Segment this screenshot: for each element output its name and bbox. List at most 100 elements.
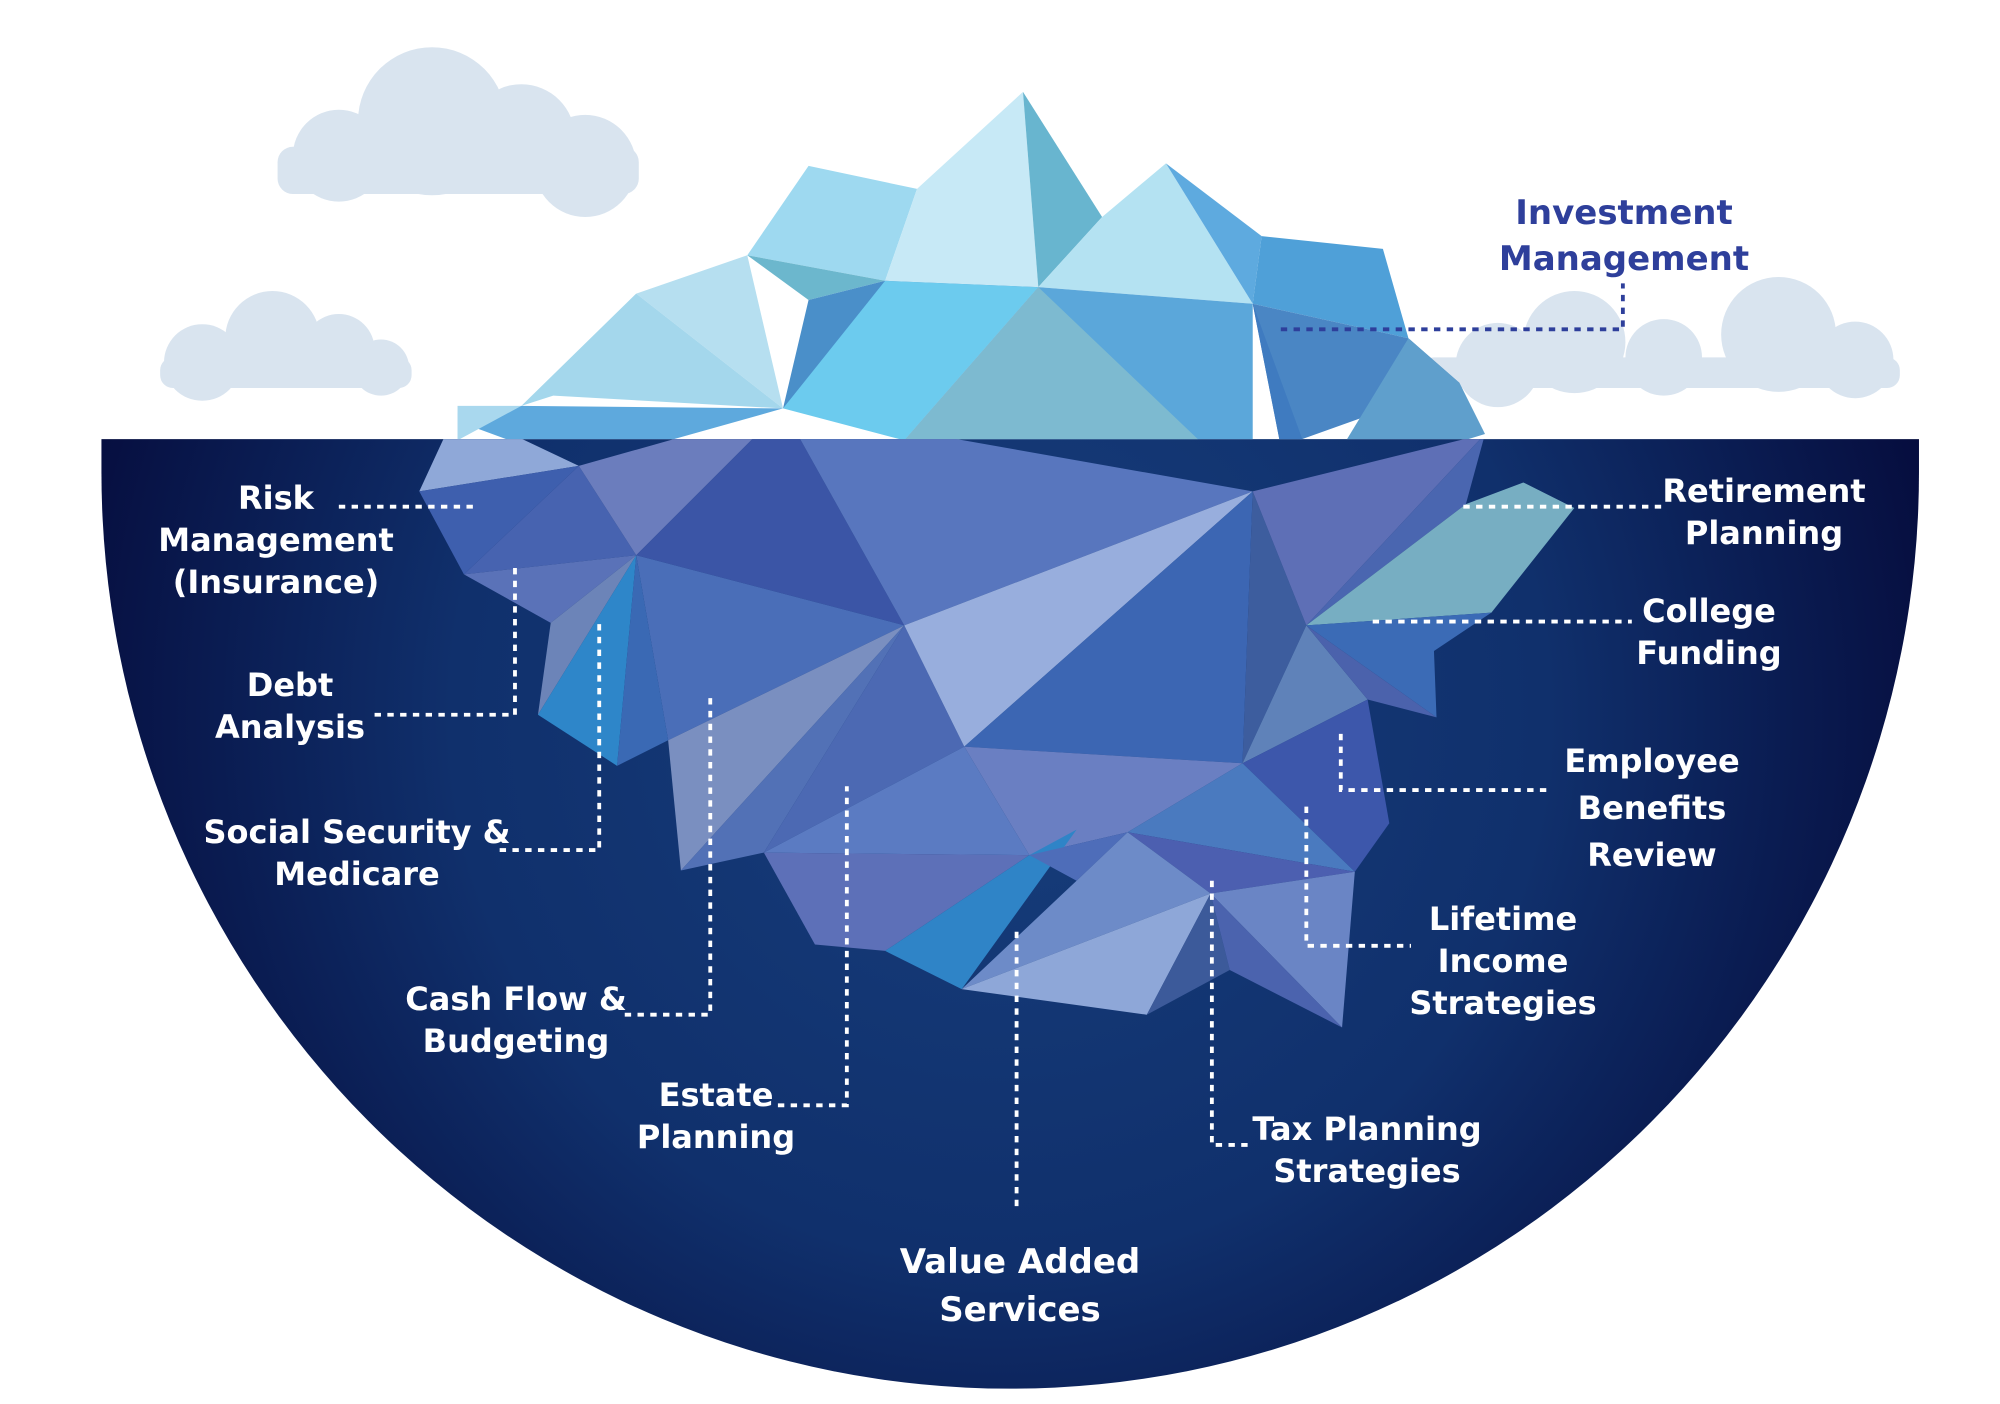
cloud-mid-left (160, 291, 412, 401)
label-line: Management (1498, 239, 1750, 279)
label-line: Medicare (274, 855, 440, 893)
iceberg-facet (1242, 699, 1390, 872)
iceberg-facet (964, 746, 1243, 856)
label-estate-planning: Estate Planning (637, 1074, 795, 1158)
iceberg-facet (1146, 893, 1230, 1015)
label-line: Analysis (214, 708, 366, 746)
label-line: Services (939, 1290, 1101, 1330)
iceberg-facet (521, 293, 784, 409)
iceberg-below-water (419, 439, 1575, 1028)
label-investment-management: Investment Management (1499, 190, 1749, 282)
iceberg-facet (800, 439, 1253, 626)
label-line: Social Security & (203, 813, 511, 851)
label-line: Estate (658, 1076, 774, 1114)
iceberg-facet (537, 555, 637, 766)
iceberg-facet (457, 405, 522, 440)
label-line: Value Added (899, 1242, 1141, 1282)
label-line: Income (1437, 942, 1569, 980)
iceberg-facet (463, 465, 637, 575)
label-employee-benefits: Employee Benefits Review (1564, 738, 1739, 879)
iceberg-facet (747, 255, 886, 300)
label-retirement-planning: Retirement Planning (1662, 470, 1865, 554)
iceberg-facet (1306, 482, 1575, 626)
label-tax-planning: Tax Planning Strategies (1252, 1108, 1481, 1192)
iceberg-facet (419, 465, 579, 575)
label-line: Debt (246, 666, 334, 704)
iceberg-facet (636, 255, 784, 409)
label-line: Risk (238, 479, 314, 517)
iceberg-facet (763, 852, 1030, 951)
iceberg-facet (1038, 163, 1253, 304)
label-social-security: Social Security & Medicare (203, 811, 510, 895)
label-line: Benefits (1577, 789, 1727, 827)
label-line: College (1642, 592, 1776, 630)
iceberg-facet (747, 165, 918, 281)
iceberg-facet (617, 555, 669, 766)
label-line: (Insurance) (172, 563, 380, 601)
iceberg-facet (1029, 832, 1128, 881)
iceberg-facet (1252, 303, 1460, 440)
iceberg-facet (1210, 871, 1355, 1028)
label-line: Retirement (1662, 472, 1866, 510)
iceberg-facet (763, 625, 965, 853)
label-line: Budgeting (422, 1022, 610, 1060)
iceberg-facet (1165, 163, 1262, 304)
iceberg-facet (1210, 893, 1343, 1028)
iceberg-facet (457, 405, 784, 440)
iceberg-facet (419, 439, 579, 492)
iceberg-facet (885, 829, 1077, 990)
label-lifetime-income: Lifetime Income Strategies (1409, 898, 1596, 1024)
label-line: Employee (1564, 742, 1740, 780)
leader-debt (374, 561, 517, 717)
label-debt-analysis: Debt Analysis (215, 664, 365, 748)
iceberg-facet (1127, 832, 1355, 894)
iceberg-facet (668, 625, 905, 871)
label-line: Strategies (1409, 984, 1597, 1022)
label-line: Planning (636, 1118, 796, 1156)
label-line: Strategies (1273, 1152, 1461, 1190)
iceberg-facet (904, 491, 1253, 747)
iceberg-facet (1022, 91, 1103, 288)
label-value-added-services: Value Added Services (900, 1238, 1141, 1334)
leader-lifetime (1304, 806, 1411, 948)
iceberg-facet (1127, 763, 1355, 872)
iceberg-facet (961, 893, 1211, 1015)
iceberg-facet (1252, 439, 1481, 626)
label-college-funding: College Funding (1636, 590, 1781, 674)
iceberg-facet (1252, 236, 1409, 339)
iceberg-facet (463, 555, 637, 623)
iceberg-facet (636, 439, 905, 626)
label-line: Funding (1636, 634, 1782, 672)
leader-investment (1280, 283, 1625, 332)
label-cash-flow: Cash Flow & Budgeting (405, 978, 626, 1062)
iceberg-facet (636, 555, 905, 741)
iceberg-facet (905, 287, 1198, 440)
iceberg-facet (1306, 439, 1484, 626)
iceberg-facet (1306, 612, 1492, 718)
label-line: Cash Flow & (405, 980, 627, 1018)
label-line: Tax Planning (1252, 1110, 1482, 1148)
iceberg-facet (1306, 625, 1437, 718)
iceberg-facet (763, 746, 1030, 856)
leader-cashflow (624, 695, 713, 1017)
label-line: Lifetime (1428, 900, 1578, 938)
iceberg-facet (578, 439, 753, 556)
leader-lines (338, 283, 1664, 1213)
label-line: Planning (1684, 514, 1844, 552)
cloud-right (1421, 276, 1900, 408)
iceberg-facet (1242, 491, 1307, 764)
iceberg-facet (964, 491, 1253, 764)
iceberg-above-water (457, 91, 1486, 440)
iceberg-facet (783, 280, 1039, 440)
leader-employee (1338, 733, 1549, 792)
iceberg-facet (961, 832, 1211, 990)
cloud-top-left (277, 47, 639, 217)
label-line: Review (1587, 836, 1717, 874)
label-risk-management: Risk Management (Insurance) (158, 477, 394, 603)
label-line: Investment (1515, 193, 1733, 233)
iceberg-facet (1347, 338, 1486, 440)
leader-estate (777, 786, 849, 1108)
iceberg-facet (1242, 625, 1368, 764)
